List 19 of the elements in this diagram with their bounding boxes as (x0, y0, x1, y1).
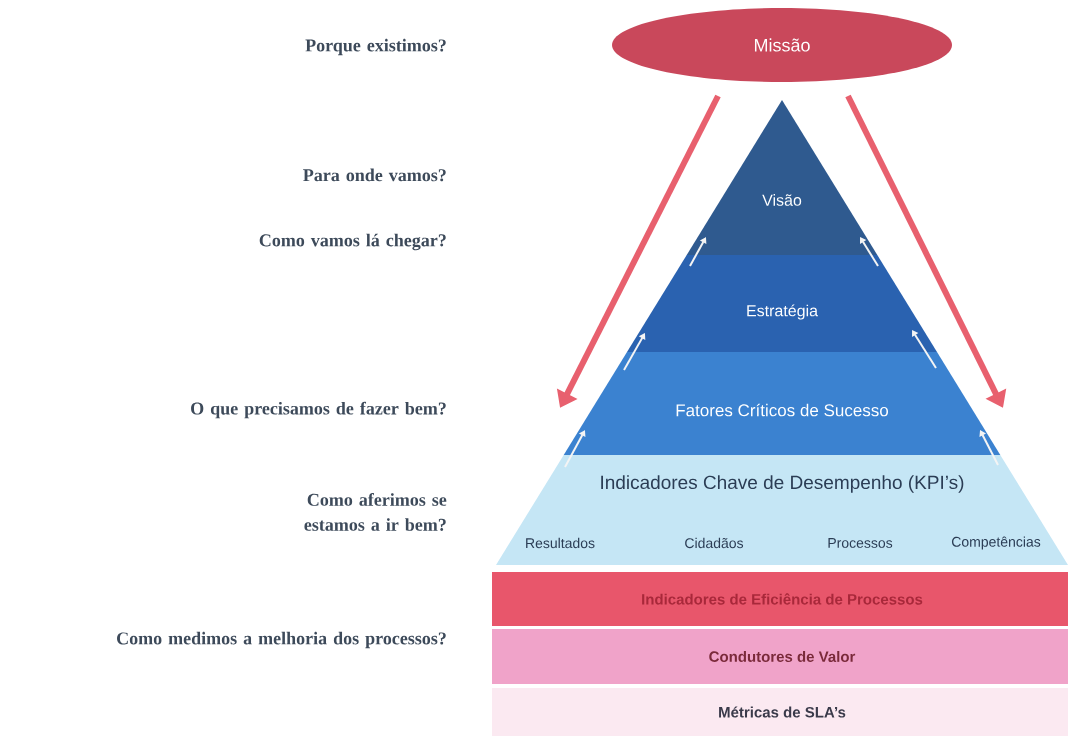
layer-bar: Condutores de Valor (492, 629, 1068, 684)
pyramid-band: Visão (686, 100, 878, 255)
pyramid-band: Fatores Críticos de Sucesso (563, 352, 1001, 455)
pyramid-band: Indicadores Chave de Desempenho (KPI’s) Resultados Cidadãos Processos Competências (496, 455, 1068, 565)
question-text: Como medimos a melhoria dos processos? (117, 631, 446, 649)
question-text: O que precisamos de fazer bem? (191, 401, 446, 419)
arrow (689, 237, 707, 267)
layer-bar: Indicadores de Eficiência de Processos (492, 572, 1068, 626)
pyramid-band: Estratégia (627, 255, 937, 352)
question-text: Como aferimos se estamos a ir bem? (304, 493, 447, 531)
arrow (564, 430, 586, 468)
question-text: Para onde vamos? (303, 168, 446, 182)
question-text: Porque existimos? (305, 38, 446, 56)
question-text: Como vamos lá chegar? (259, 233, 446, 251)
layer-bar: Métricas de SLA’s (492, 688, 1068, 736)
arrow (912, 330, 937, 369)
arrow (860, 237, 879, 267)
arrow (623, 333, 646, 371)
arrow (979, 430, 999, 466)
